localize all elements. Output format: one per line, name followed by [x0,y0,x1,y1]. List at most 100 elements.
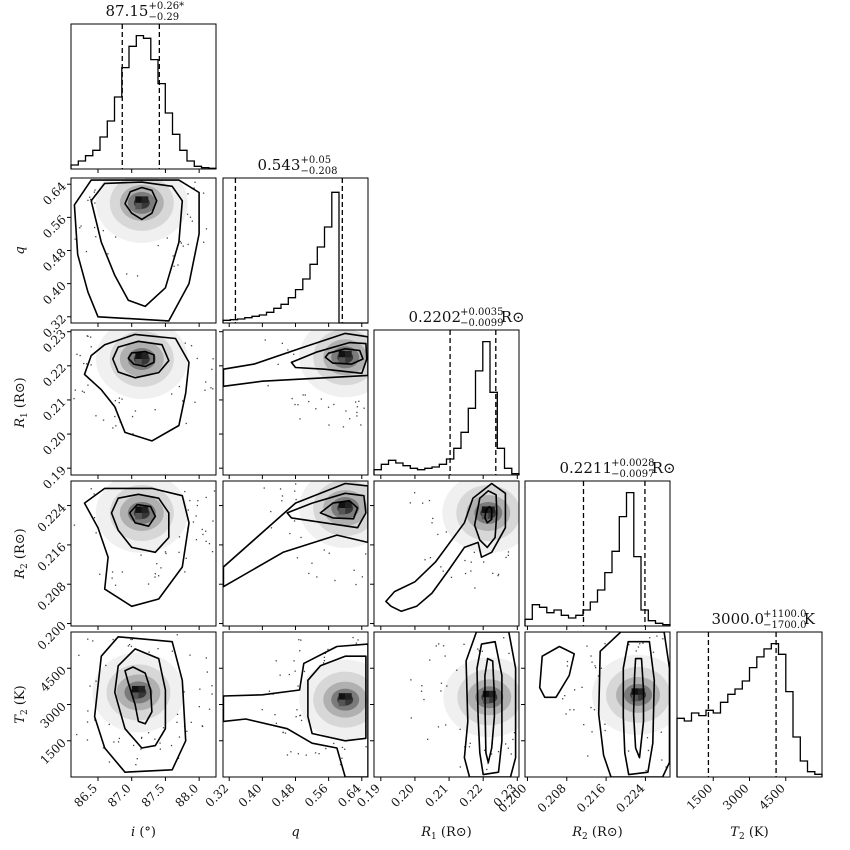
scatter-point-8-58 [423,698,425,701]
scatter-point-2-49 [356,415,358,417]
scatter-point-8-61 [507,747,509,749]
scatter-point-8-36 [463,643,465,645]
xlabel-T2-unit: (K) [745,825,769,840]
scatter-point-8-20 [410,679,412,681]
title-unit-R1: R⊙ [501,308,525,326]
contour-7-1 [223,643,368,777]
scatter-point-7-21 [355,642,358,644]
scatter-point-6-21 [127,645,129,647]
frame-hist-q [222,177,369,324]
scatter-point-9-42 [590,655,592,657]
scatter-point-6-37 [140,748,142,750]
scatter-point-1-62 [73,397,75,400]
title-plus-i: +0.26* [149,1,185,12]
title-value-R2: 0.2211 [560,459,613,477]
scatter-point-1-26 [114,415,116,418]
scatter-point-4-1 [281,495,284,497]
title-q: 0.543+0.05−0.208 [258,155,338,177]
scatter-point-9-66 [647,749,650,752]
scatter-point-0-7 [205,228,208,230]
scatter-point-7-12 [318,753,320,755]
title-minus-q: −0.208 [301,166,338,177]
scatter-point-4-53 [365,553,367,555]
scatter-point-4-26 [281,500,283,502]
scatter-point-3-16 [201,528,203,531]
scatter-point-3-21 [212,520,214,522]
ytick-label-q-3: 0.56 [40,212,69,241]
scatter-point-1-61 [90,364,92,366]
scatter-point-9-15 [594,665,596,667]
ytick-label-R2-1: 0.208 [35,579,69,613]
title-R1: 0.2202+0.0035−0.0099 R⊙ [409,307,525,329]
scatter-point-6-61 [159,748,161,750]
scatter-point-2-52 [355,401,357,403]
ylabel-R2-main: R [13,569,28,580]
scatter-point-8-46 [487,762,489,765]
xtick-label-R1-1: 0.20 [388,781,417,810]
scatter-point-4-23 [300,536,302,539]
scatter-point-0-40 [90,198,92,201]
ylabel-q: q [13,246,28,254]
scatter-point-1-39 [87,335,89,337]
xtick-label-R1-3: 0.22 [457,781,486,810]
scatter-point-6-10 [147,732,150,734]
scatter-point-3-62 [160,567,162,569]
scatter-point-0-0 [173,265,175,267]
scatter-point-1-19 [118,397,121,399]
scatter-point-8-27 [505,743,507,745]
scatter-point-8-52 [481,650,483,652]
scatter-point-6-28 [113,741,115,743]
xlabel-R2-sub: 2 [582,832,588,842]
scatter-point-6-11 [178,736,181,738]
ylabel-R2: R2 (R⊙) [13,528,30,580]
ytick-label-R2-0: 0.200 [35,619,69,653]
scatter-point-2-17 [299,418,301,420]
scatter-point-1-51 [178,385,180,388]
scatter-point-9-47 [586,645,588,647]
xtick-label-q-1: 0.40 [236,781,265,810]
contour-0-1 [90,181,184,308]
scatter-point-6-55 [171,650,173,652]
scatter-point-1-49 [210,387,212,389]
title-plus-R2: +0.0028 [611,458,654,469]
scatter-point-8-34 [421,685,423,687]
scatter-point-6-29 [211,693,213,695]
contour-9-3 [538,645,576,699]
scatter-point-6-59 [136,758,138,760]
panel-content-4-3 [538,632,670,777]
scatter-point-9-3 [566,660,569,663]
scatter-point-2-1 [297,404,299,406]
scatter-point-3-22 [184,490,186,493]
scatter-point-4-7 [295,498,297,501]
xtick-label-R2-2: 0.216 [574,781,608,815]
scatter-point-3-48 [99,573,101,575]
scatter-point-5-46 [422,502,424,504]
histogram-R2 [524,491,671,626]
ylabel-R1-sub: 1 [20,412,30,418]
scatter-point-3-31 [187,509,189,511]
scatter-point-7-43 [303,670,306,673]
scatter-point-7-24 [296,709,298,711]
scatter-point-5-14 [442,570,444,572]
title-value-T2: 3000.0 [712,610,765,628]
scatter-point-2-6 [363,407,365,409]
frame-hist-i [70,23,217,170]
scatter-point-6-13 [135,764,137,766]
scatter-point-5-0 [429,557,432,559]
ylabel-R1: R1 (R⊙) [13,377,30,429]
contour-1-0 [127,350,155,368]
scatter-point-0-56 [102,230,104,232]
scatter-point-0-61 [187,243,189,246]
scatter-point-7-35 [297,685,299,687]
panel-R2-vs-R2: 0.2211+0.0028−0.0097 R⊙ [524,458,676,630]
xlabel-R2-main: R [571,825,582,840]
scatter-point-9-12 [649,637,651,639]
scatter-point-7-31 [324,652,327,654]
scatter-point-7-40 [325,747,327,750]
scatter-point-9-20 [639,643,641,645]
panel-content-4-1 [223,636,368,777]
scatter-point-4-27 [263,487,265,489]
density-peak-8-b [489,690,496,698]
density-peak-1-b [141,352,149,359]
scatter-point-7-23 [293,660,295,662]
